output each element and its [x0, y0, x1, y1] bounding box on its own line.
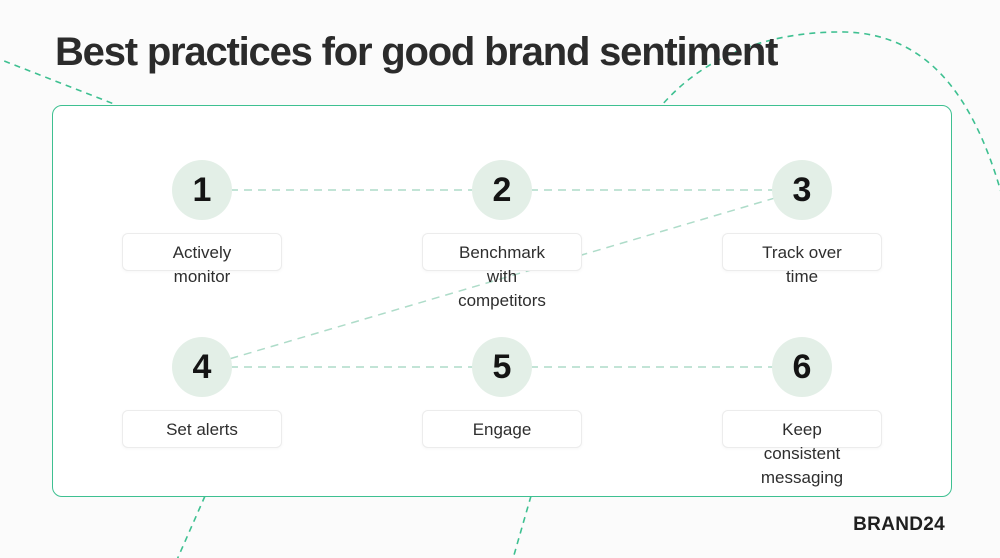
step-label-box-2: Benchmark with competitors [422, 233, 582, 310]
step-label: Benchmark with competitors [458, 243, 546, 310]
step-label-box-4: Set alerts [122, 410, 282, 448]
decorative-dashed-arc-top-right [649, 31, 1000, 192]
step-label: Set alerts [166, 420, 238, 439]
page-title: Best practices for good brand sentiment [55, 30, 778, 74]
step-circle-6: 6 [772, 337, 832, 397]
step-circle-2: 2 [472, 160, 532, 220]
step-label-box-3: Track over time [722, 233, 882, 286]
step-circle-4: 4 [172, 337, 232, 397]
step-number: 2 [492, 171, 512, 209]
step-circle-1: 1 [172, 160, 232, 220]
step-number: 1 [192, 171, 212, 209]
step-circle-3: 3 [772, 160, 832, 220]
step-label-box-6: Keep consistent messaging [722, 410, 882, 487]
step-circle-5: 5 [472, 337, 532, 397]
step-label-box-1: Actively monitor [122, 233, 282, 286]
step-number: 6 [792, 348, 812, 386]
decorative-dashed-line-bottom-center [512, 495, 532, 558]
step-label: Actively monitor [172, 243, 232, 286]
step-label: Track over time [762, 243, 842, 286]
decorative-dashed-line-bottom-left [176, 495, 206, 558]
step-label: Engage [472, 420, 532, 439]
step-label-box-5: Engage [422, 410, 582, 448]
step-number: 5 [492, 348, 512, 386]
step-number: 4 [192, 348, 212, 386]
step-number: 3 [792, 171, 812, 209]
step-label: Keep consistent messaging [760, 420, 844, 487]
step-connector-3-to-4 [201, 189, 803, 368]
brand24-logo: BRAND24 [853, 514, 945, 535]
